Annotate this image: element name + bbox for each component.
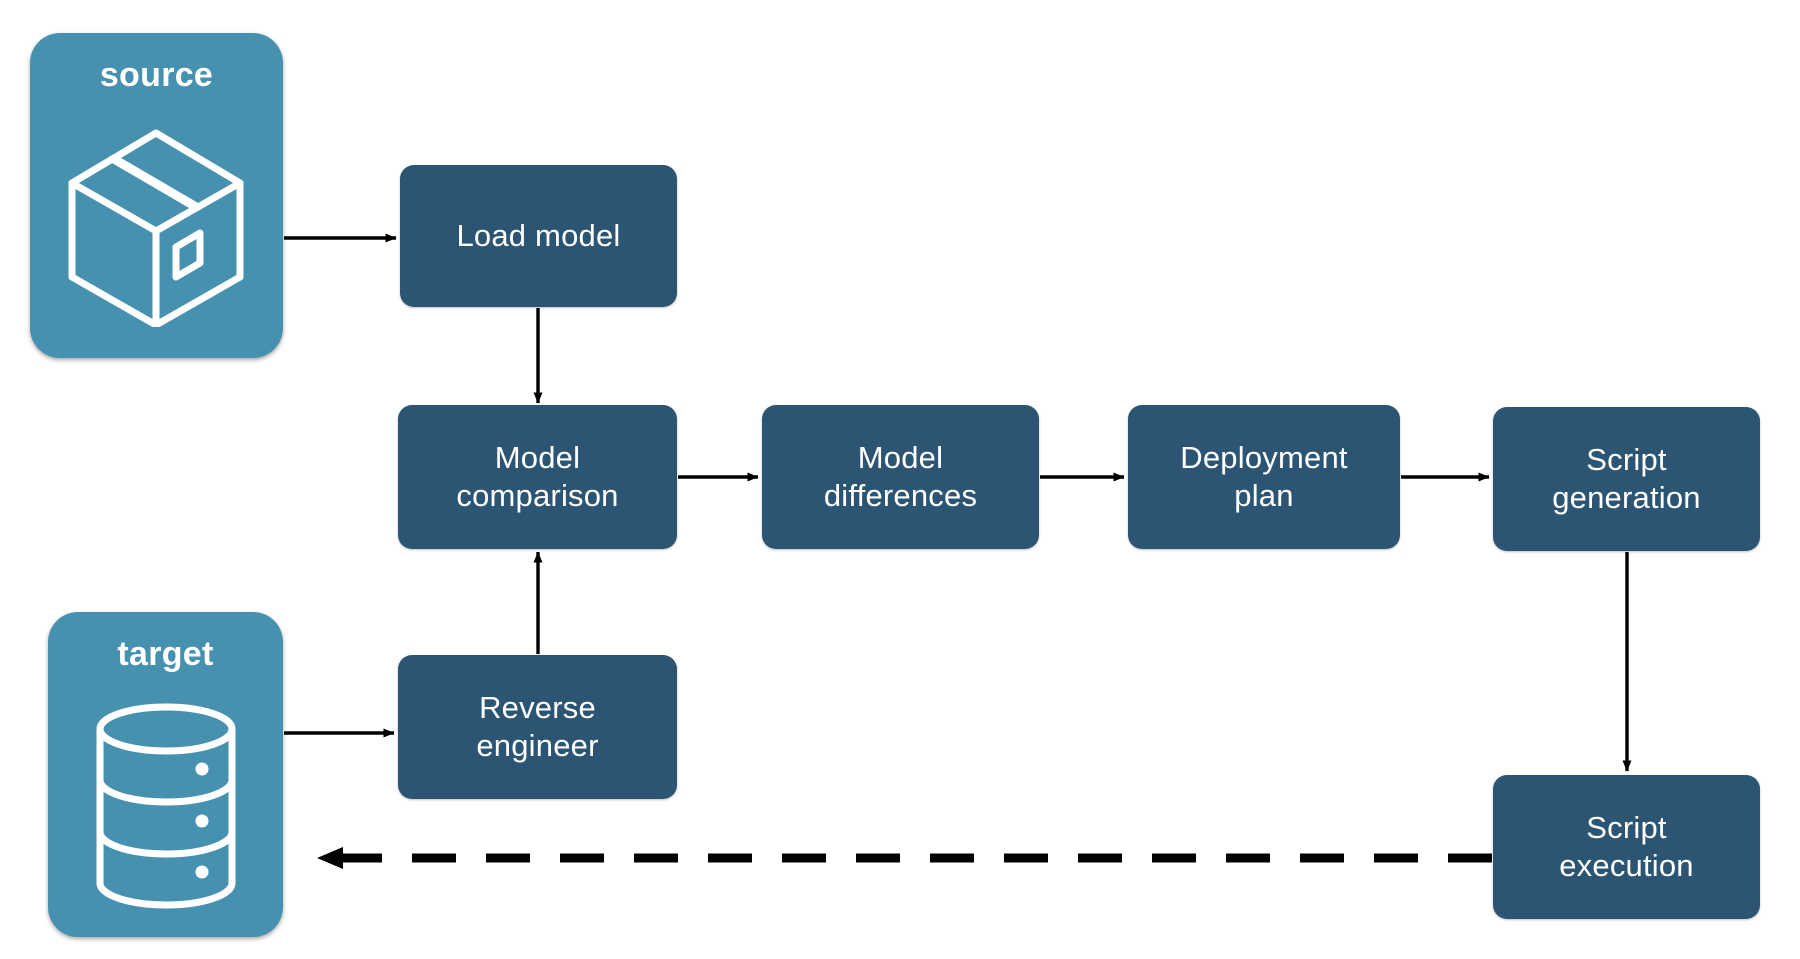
process-script-execution[interactable]: Script execution — [1493, 775, 1760, 919]
endpoint-source[interactable]: source — [30, 33, 283, 358]
package-box-icon — [30, 96, 283, 358]
endpoint-target-label: target — [117, 635, 214, 673]
process-reverse-engineer[interactable]: Reverse engineer — [398, 655, 677, 799]
process-model-differences[interactable]: Model differences — [762, 405, 1039, 549]
database-cylinder-icon — [48, 675, 283, 937]
endpoint-source-label: source — [99, 56, 214, 94]
endpoint-target[interactable]: target — [48, 612, 283, 937]
process-deployment-plan[interactable]: Deployment plan — [1128, 405, 1400, 549]
process-model-comparison[interactable]: Model comparison — [398, 405, 677, 549]
process-load-model[interactable]: Load model — [400, 165, 677, 307]
process-script-generation[interactable]: Script generation — [1493, 407, 1760, 551]
